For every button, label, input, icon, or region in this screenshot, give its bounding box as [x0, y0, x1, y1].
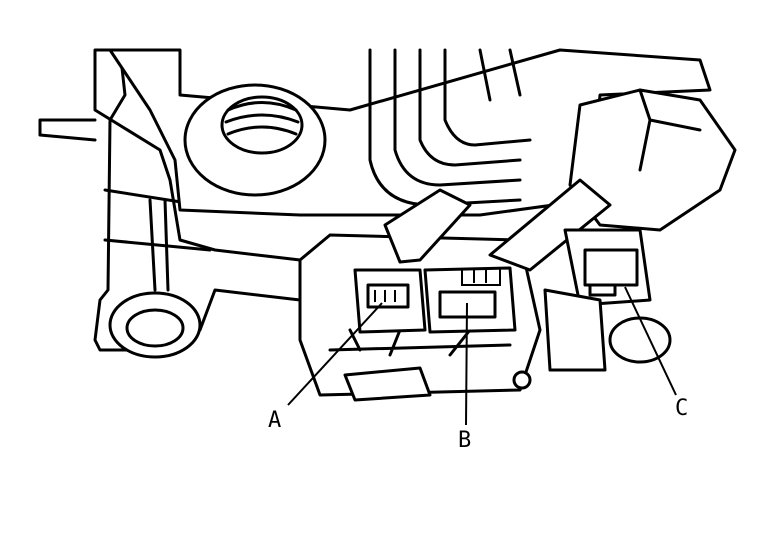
wire-harness — [383, 178, 612, 272]
callout-label-c: C — [675, 396, 689, 421]
callout-label-a: A — [268, 408, 282, 433]
round-fitting — [108, 291, 202, 359]
leader-line-a — [287, 302, 383, 406]
callout-label-b: B — [458, 428, 472, 453]
connector-c — [543, 228, 672, 372]
upper-housing — [108, 48, 712, 217]
leader-line-b — [465, 302, 468, 426]
connector-a — [353, 268, 427, 334]
leader-line-c — [624, 286, 677, 396]
connector-b — [423, 266, 517, 334]
